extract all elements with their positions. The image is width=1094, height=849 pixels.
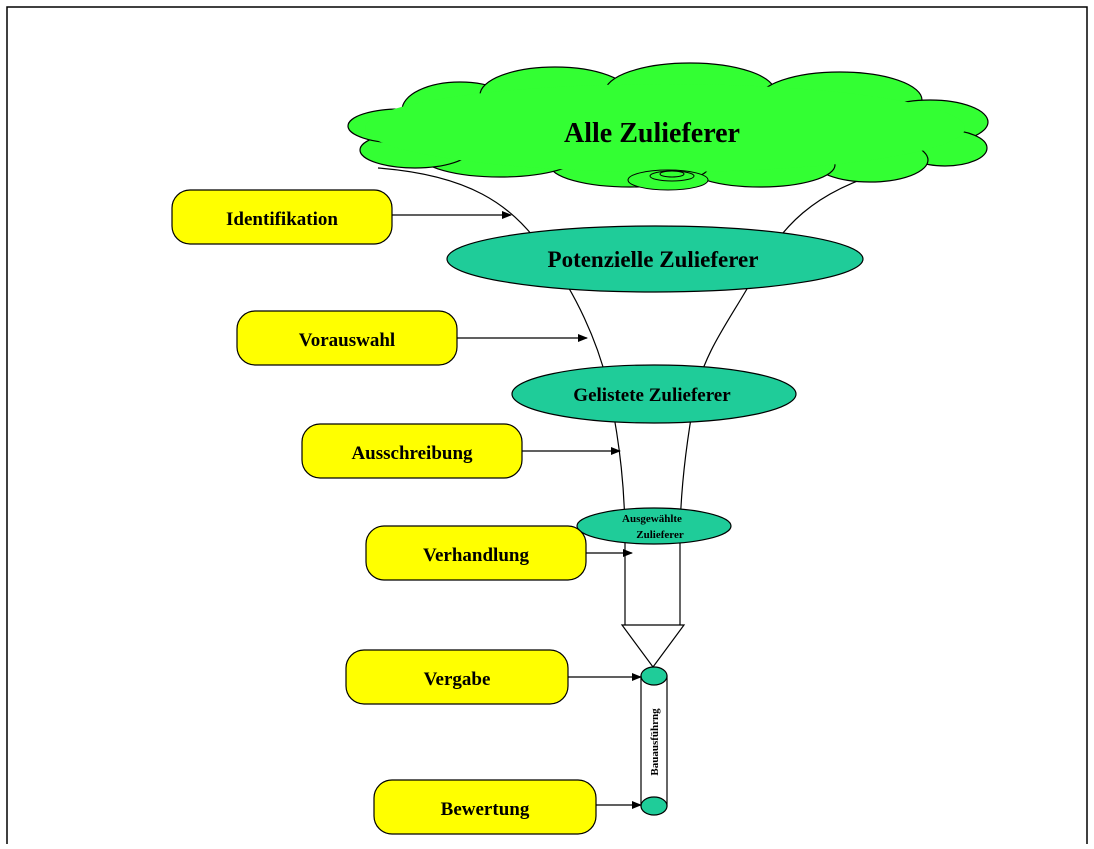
step-bewertung-label: Bewertung — [441, 799, 530, 820]
step-ausschreibung-label: Ausschreibung — [351, 443, 473, 464]
step-ausschreibung: Ausschreibung — [301, 423, 523, 479]
step-identifikation-label: Identifikation — [226, 209, 338, 230]
stage-potenzielle: Potenzielle Zulieferer — [446, 225, 864, 293]
step-identifikation: Identifikation — [171, 189, 393, 245]
cloud-label: Alle Zulieferer — [564, 118, 740, 149]
stage-ausgewaehlte-label-line2: Zulieferer — [636, 529, 684, 541]
step-vergabe-label: Vergabe — [424, 669, 491, 690]
stage-potenzielle-label: Potenzielle Zulieferer — [548, 247, 759, 272]
step-bewertung: Bewertung — [373, 779, 597, 835]
step-vorauswahl-label: Vorauswahl — [299, 330, 395, 351]
funnel-left-line — [377, 167, 626, 625]
stage-gelistete: Gelistete Zulieferer — [511, 364, 797, 424]
stage-ausgewaehlte: Ausgewählte Zulieferer — [576, 507, 732, 545]
page-frame — [6, 6, 1088, 849]
stage-ausgewaehlte-label-line1: Ausgewählte — [622, 513, 682, 525]
step-vergabe: Vergabe — [345, 649, 569, 705]
funnel-outline — [377, 167, 899, 625]
cylinder-bauausfuehrung — [640, 666, 668, 816]
funnel-right-line — [679, 167, 899, 625]
stage-gelistete-label: Gelistete Zulieferer — [573, 385, 731, 406]
cloud-shape — [347, 62, 989, 188]
step-vorauswahl: Vorauswahl — [236, 310, 458, 366]
step-verhandlung-label: Verhandlung — [423, 545, 529, 566]
step-verhandlung: Verhandlung — [365, 525, 587, 581]
funnel-triangle — [620, 624, 686, 669]
step-arrows — [392, 211, 642, 809]
cylinder-label: Bauausführng — [649, 708, 661, 776]
cloud-base-ellipses — [627, 169, 709, 191]
